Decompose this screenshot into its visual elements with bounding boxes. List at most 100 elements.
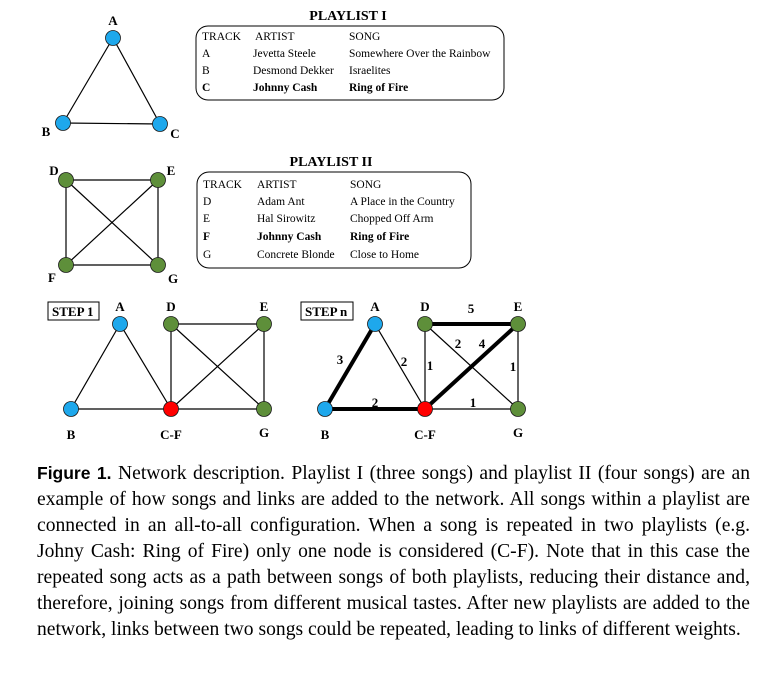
playlist-ii-artist: Adam Ant [257, 196, 305, 208]
node-cf [417, 401, 433, 417]
playlist-ii-artist: Hal Sirowitz [257, 213, 315, 225]
edge-weight-label: 2 [401, 354, 408, 369]
playlist-ii-header-track: TRACK [203, 179, 243, 191]
node-label-g: G [513, 425, 523, 440]
playlist-ii-track: G [203, 249, 211, 261]
step-n-label: STEP n [305, 304, 348, 319]
node-label-e: E [514, 299, 523, 314]
node-e [510, 316, 526, 332]
node-d [417, 316, 433, 332]
node-label-e: E [260, 299, 269, 314]
playlist-i-header-track: TRACK [202, 31, 242, 43]
edge-b-c [62, 122, 161, 125]
node-label-b: B [321, 427, 330, 442]
playlist-i-header-artist: ARTIST [255, 31, 295, 43]
step-n-graph: 3 2 2 5 1 2 4 1 1 A B C-F D E G [317, 299, 526, 442]
playlist-i-track: B [202, 65, 210, 77]
node-label-d: D [420, 299, 429, 314]
node-label-c: C [170, 126, 179, 141]
edge-weight-label: 3 [337, 352, 344, 367]
playlist-ii-graph: D E F G [48, 163, 178, 286]
edge-weight-label: 1 [510, 359, 517, 374]
playlist-ii-song: Close to Home [350, 249, 419, 261]
step-1-frame [47, 301, 100, 321]
edge-weight-label: 1 [470, 395, 477, 410]
node-label-d: D [49, 163, 58, 178]
playlist-i-track: A [202, 48, 211, 60]
playlist-ii-header-artist: ARTIST [257, 179, 297, 191]
playlist-ii-title: PLAYLIST II [290, 155, 373, 170]
node-g [510, 401, 526, 417]
node-g [150, 257, 166, 273]
playlist-i-track: C [202, 82, 210, 94]
node-label-f: F [48, 270, 56, 285]
node-label-a: A [370, 299, 380, 314]
edge-e-f [65, 179, 159, 266]
node-e [150, 172, 166, 188]
playlist-ii-track: D [203, 196, 211, 208]
node-g [256, 401, 272, 417]
playlist-ii-artist: Concrete Blonde [257, 249, 335, 261]
edge-weight-label: 5 [468, 301, 475, 316]
edge-weight-label: 2 [455, 336, 462, 351]
playlist-ii-track: F [203, 231, 210, 243]
node-label-cf: C-F [160, 427, 182, 442]
playlist-ii-track: E [203, 213, 210, 225]
edge-weight-label: 1 [427, 358, 434, 373]
figure-label: Figure 1. [37, 463, 112, 483]
node-label-g: G [168, 271, 178, 286]
node-label-b: B [67, 427, 76, 442]
edge-weight-label: 2 [372, 395, 379, 410]
playlist-i-song: Israelites [349, 65, 391, 77]
node-a [367, 316, 383, 332]
edge-e-cf [170, 323, 265, 410]
edge-a-b [70, 323, 121, 410]
node-d [58, 172, 74, 188]
figure-caption: Figure 1. Network description. Playlist … [37, 460, 750, 643]
node-a [112, 316, 128, 332]
playlist-i-header-song: SONG [349, 31, 380, 43]
node-f [58, 257, 74, 273]
playlist-i-title: PLAYLIST I [309, 9, 386, 24]
step-1-graph: A B C-F D E G [63, 299, 272, 442]
node-b [63, 401, 79, 417]
node-b [55, 115, 71, 131]
node-cf [163, 401, 179, 417]
node-label-a: A [115, 299, 125, 314]
playlist-ii-table: PLAYLIST II TRACK ARTIST SONG D Adam Ant… [196, 155, 472, 269]
edge-weight-label: 4 [479, 336, 486, 351]
node-label-cf: C-F [414, 427, 436, 442]
playlist-i-artist: Jevetta Steele [253, 48, 316, 60]
node-label-d: D [166, 299, 175, 314]
edge-a-c [112, 37, 161, 125]
edge-a-cf [119, 323, 172, 410]
node-b [317, 401, 333, 417]
step-1-label-box: STEP 1 [47, 301, 100, 321]
playlist-i-artist: Desmond Dekker [253, 65, 334, 77]
edge-e-cf [423, 322, 520, 411]
node-c [152, 116, 168, 132]
playlist-ii-song: A Place in the Country [350, 196, 455, 208]
edge-a-b [323, 322, 377, 411]
node-label-e: E [167, 163, 176, 178]
step-1-label: STEP 1 [52, 304, 94, 319]
edge-a-b [62, 37, 114, 124]
node-label-a: A [108, 13, 118, 28]
node-label-b: B [42, 124, 51, 139]
playlist-i-graph: A B C [42, 13, 180, 141]
playlist-i-artist: Johnny Cash [253, 82, 318, 94]
node-e [256, 316, 272, 332]
playlist-ii-artist: Johnny Cash [257, 231, 322, 243]
edge-a-cf [374, 323, 426, 410]
playlist-ii-song: Chopped Off Arm [350, 213, 434, 225]
playlist-i-table: PLAYLIST I TRACK ARTIST SONG A Jevetta S… [195, 9, 505, 101]
playlist-ii-header-song: SONG [350, 179, 381, 191]
playlist-i-song: Somewhere Over the Rainbow [349, 48, 491, 60]
caption-text: Network description. Playlist I (three s… [37, 463, 750, 640]
step-n-frame [300, 301, 354, 321]
playlist-ii-song: Ring of Fire [350, 231, 409, 243]
node-a [105, 30, 121, 46]
node-label-g: G [259, 425, 269, 440]
step-n-label-box: STEP n [300, 301, 354, 321]
